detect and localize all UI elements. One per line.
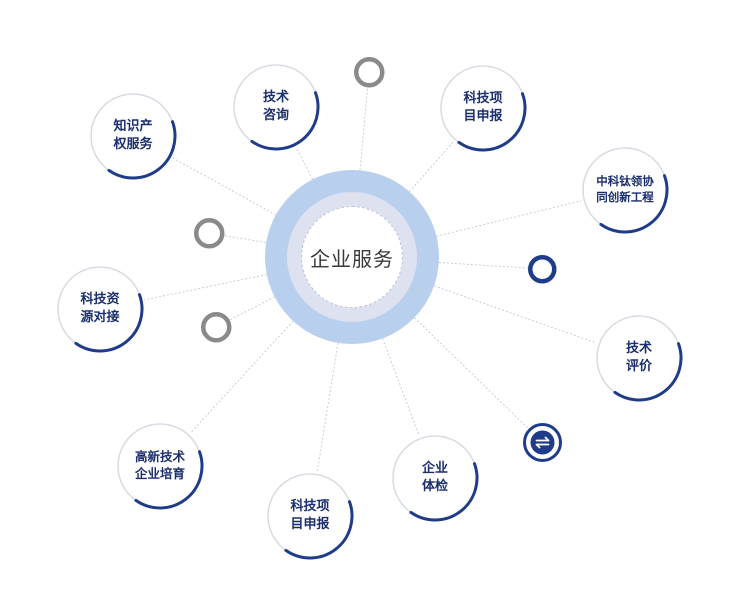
connector-line [382, 338, 420, 437]
service-node-label: 技术评价 [594, 313, 684, 403]
service-node-arc [74, 293, 144, 353]
service-node-label: 高新技术企业培育 [115, 421, 205, 511]
service-node-label-line: 源对接 [80, 310, 120, 325]
center-label: 企业服务 [310, 246, 394, 271]
service-node-project-top: 科技项目申报 [438, 63, 528, 153]
connector-line [438, 261, 529, 269]
service-node-ip: 知识产权服务 [88, 91, 178, 181]
service-node-label-line: 知识产 [113, 119, 153, 135]
exchange-arrows-icon [522, 422, 562, 462]
service-node-arc [457, 92, 527, 152]
service-node-ring [582, 147, 669, 234]
service-node-label: 知识产权服务 [88, 91, 178, 181]
service-node-ring [90, 93, 177, 180]
service-node-project-bottom: 科技项目申报 [265, 471, 355, 561]
service-node-label-line: 科技项 [463, 91, 503, 107]
service-node-arc [613, 342, 683, 402]
service-node-label: 科技项目申报 [265, 471, 355, 561]
ring-icon [193, 217, 225, 249]
service-node-label-line: 中科钛领协 [596, 174, 654, 189]
connector-line [189, 320, 294, 434]
service-node-ring [117, 423, 204, 510]
service-node-label-line: 技术 [262, 90, 289, 106]
service-node-label-line: 评价 [625, 359, 652, 374]
service-node-arc [284, 500, 354, 560]
service-node-zhongke: 中科钛领协同创新工程 [580, 145, 670, 235]
service-node-checkup: 企业体检 [390, 433, 480, 523]
service-node-label-line: 权服务 [113, 137, 153, 152]
connector-line [359, 86, 369, 171]
service-node-label: 科技项目申报 [438, 63, 528, 153]
service-node-label-line: 企业培育 [134, 466, 185, 481]
service-node-resource: 科技资源对接 [55, 264, 145, 354]
service-node-label-line: 体检 [421, 479, 448, 494]
service-node-arc [409, 462, 479, 522]
connector-line [142, 274, 267, 301]
service-node-ring [440, 65, 527, 152]
service-node-hightech: 高新技术企业培育 [115, 421, 205, 511]
ring-icon [527, 254, 557, 284]
connector-line [171, 156, 277, 216]
service-node-label: 技术咨询 [231, 62, 321, 152]
service-node-label-line: 目申报 [290, 517, 330, 532]
service-node-label-line: 科技项 [290, 499, 330, 515]
ring-icon [353, 56, 385, 88]
service-node-label-line: 科技资 [80, 292, 120, 308]
service-node-label: 中科钛领协同创新工程 [580, 145, 670, 235]
service-node-ring [596, 315, 683, 402]
service-node-ring [233, 64, 320, 151]
connector-line [229, 296, 275, 321]
service-node-ring [392, 435, 479, 522]
service-node-ring [267, 473, 354, 560]
connector-line [436, 200, 583, 237]
service-node-label: 科技资源对接 [55, 264, 145, 354]
service-node-label: 企业体检 [390, 433, 480, 523]
service-node-label-line: 目申报 [463, 109, 503, 124]
service-node-evaluation: 技术评价 [594, 313, 684, 403]
service-node-label-line: 高新技术 [134, 449, 185, 465]
connector-line [409, 140, 455, 192]
service-node-label-line: 咨询 [262, 108, 289, 123]
center-inner-ring [301, 206, 403, 308]
service-node-label-line: 企业 [421, 461, 448, 477]
service-node-label-line: 同创新工程 [596, 190, 654, 204]
service-node-arc [250, 91, 320, 151]
ring-icon [200, 311, 232, 343]
service-node-arc [107, 120, 177, 180]
service-node-arc [134, 450, 204, 510]
service-node-arc [599, 174, 669, 234]
connector-line [223, 234, 267, 244]
service-node-ring [57, 266, 144, 353]
connector-line [433, 285, 598, 344]
service-node-label-line: 技术 [625, 341, 652, 357]
service-node-consult: 技术咨询 [231, 62, 321, 152]
center-node: 企业服务 [265, 170, 439, 344]
connector-line [316, 342, 339, 473]
